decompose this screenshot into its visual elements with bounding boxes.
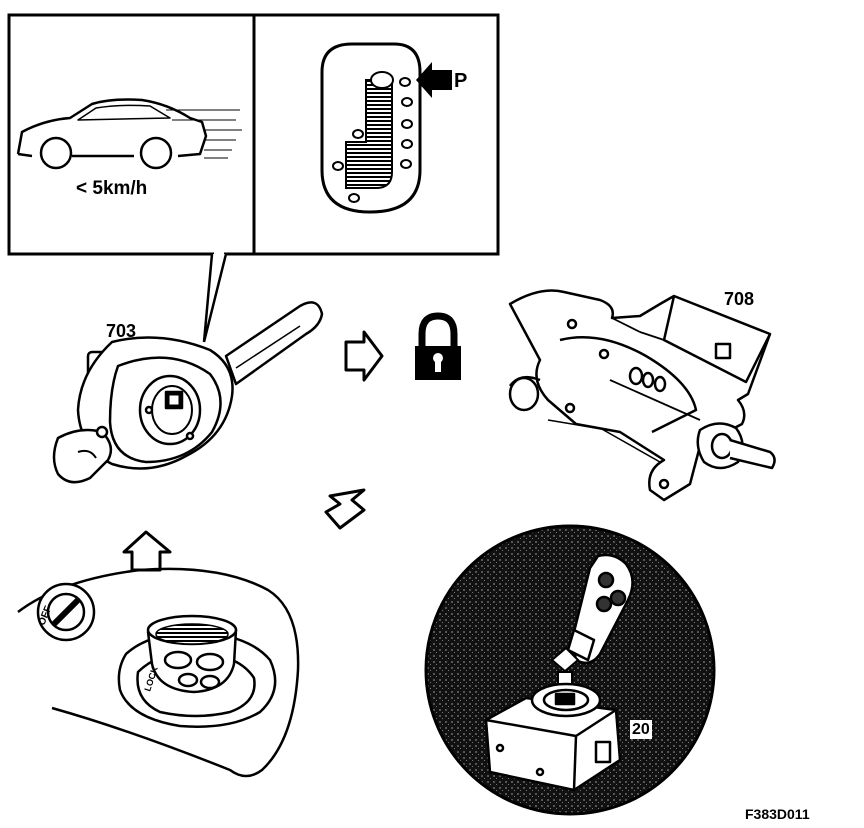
padlock-icon [415,312,461,380]
speed-condition-label: < 5km/h [76,178,148,199]
gear-selector-icon [320,42,422,214]
callout-20: 20 [630,720,652,739]
ignition-switch-703 [52,301,324,484]
steering-lock-708 [508,289,776,502]
arrow-diagonal-icon [324,488,366,530]
callout-703: 703 [106,321,137,341]
park-arrow-icon [416,62,452,98]
callout-708: 708 [724,289,755,309]
figure-id: F383D011 [745,806,810,822]
park-position-label: P [454,70,468,92]
arrow-up-icon [122,530,172,572]
arrow-right-icon [344,330,384,382]
key-inset [424,524,716,816]
car-icon [16,98,242,170]
ignition-lock [17,567,300,778]
